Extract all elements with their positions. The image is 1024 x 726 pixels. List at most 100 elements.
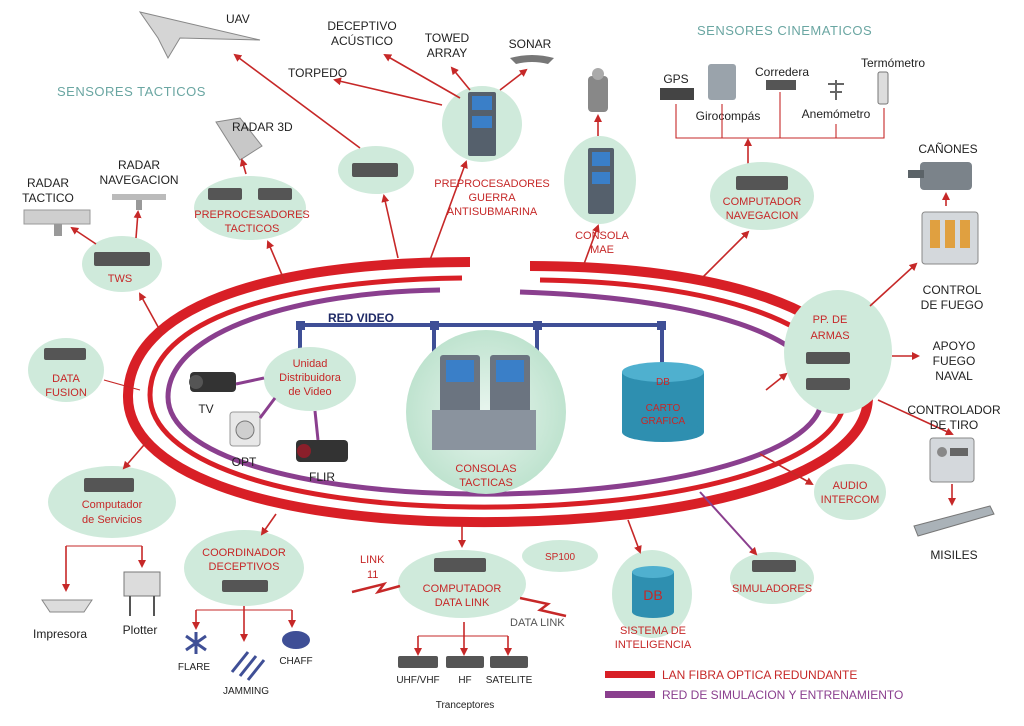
legend-lan-swatch (605, 671, 655, 678)
uhf-label: UHF/VHF (396, 675, 439, 686)
consolas-tacticas-node: CONSOLAS TACTICAS (406, 330, 566, 494)
comp-dl-label-2: DATA LINK (435, 597, 490, 609)
legend: LAN FIBRA OPTICA REDUNDANTE RED DE SIMUL… (605, 668, 903, 702)
tv-label: TV (198, 402, 213, 416)
preproc-asw-label-1: PREPROCESADORES (434, 178, 550, 190)
controlador-label-1: CONTROLADOR (907, 403, 1001, 417)
flir-label: FLIR (309, 470, 335, 484)
udv-node: Unidad Distribuidora de Video (264, 347, 356, 411)
misiles-label: MISILES (930, 548, 977, 562)
radar-nav-label-2: NAVEGACION (99, 173, 178, 187)
legend-sim-label: RED DE SIMULACION Y ENTRENAMIENTO (662, 688, 903, 702)
torpedo-label: TORPEDO (288, 66, 347, 80)
apoyo-label-3: NAVAL (935, 369, 973, 383)
consolas-label-2: TACTICAS (459, 477, 513, 489)
mae-sensor-icon (588, 68, 608, 112)
deceptivo-label-2: ACÚSTICO (331, 33, 393, 48)
tws-node: TWS (82, 236, 162, 292)
preproc-tac-node: PREPROCESADORES TACTICOS (194, 176, 310, 240)
service-outputs: Impresora Plotter (33, 545, 161, 641)
pp-armas-label-2: ARMAS (810, 330, 849, 342)
preproc-tac-label-2: TACTICOS (225, 223, 280, 235)
printer-icon (41, 599, 93, 613)
link11-label-2: 11 (367, 569, 378, 581)
corredera-label: Corredera (755, 65, 809, 79)
radar-tac-label-2: TACTICO (22, 191, 74, 205)
anemometro-icon (828, 80, 844, 100)
impresora-label: Impresora (33, 627, 87, 641)
comp-nav-node: COMPUTADOR NAVEGACION (710, 162, 814, 230)
data-fusion-label-2: FUSION (45, 387, 87, 399)
girocompas-icon (708, 64, 736, 100)
control-fuego-unit: CONTROL DE FUEGO (921, 211, 984, 312)
preproc-asw-label-3: ANTISUBMARINA (447, 206, 538, 218)
comp-dl-label-1: COMPUTADOR (423, 583, 502, 595)
cartografica-db-label: DB (656, 377, 670, 388)
towed-array-label-2: ARRAY (427, 46, 467, 60)
preproc-asw-label-2: GUERRA (468, 192, 516, 204)
processor-unit-icon (352, 163, 398, 177)
jamming-label: JAMMING (223, 686, 269, 697)
tws-label: TWS (108, 273, 132, 285)
db-label: DB (643, 587, 662, 603)
missile-launcher-icon (913, 505, 995, 537)
towed-array-label-1: TOWED (425, 31, 470, 45)
sonar-icon (510, 55, 554, 64)
controlador-label-2: DE TIRO (930, 418, 978, 432)
comp-serv-node: Computador de Servicios (48, 466, 176, 538)
tv-camera-icon (190, 372, 236, 392)
consola-mae-label-2: MAE (590, 244, 614, 256)
simuladores-node: SIMULADORES (730, 552, 814, 604)
coord-decep-label-2: DECEPTIVOS (209, 561, 280, 573)
red-video-bus: RED VIDEO (296, 311, 666, 370)
canones-label: CAÑONES (918, 142, 977, 156)
coord-decep-label-1: COORDINADOR (202, 547, 286, 559)
gps-icon (660, 88, 694, 100)
apoyo-label-1: APOYO (933, 339, 976, 353)
radar-tac-label-1: RADAR (27, 176, 69, 190)
control-fuego-label-2: DE FUEGO (921, 298, 984, 312)
cartografica-label-2: GRAFICA (641, 416, 686, 427)
apoyo-label-2: FUEGO (933, 354, 976, 368)
uav-label: UAV (226, 12, 250, 26)
legend-lan-label: LAN FIBRA OPTICA REDUNDANTE (662, 668, 857, 682)
radar-tac-sensor: RADAR TACTICO (22, 176, 91, 236)
chaff-icon (282, 631, 310, 649)
consola-mae-node: CONSOLA MAE (564, 136, 636, 256)
comp-data-link-node: COMPUTADOR DATA LINK (398, 550, 526, 618)
hf-label: HF (458, 675, 471, 686)
red-video-label: RED VIDEO (328, 311, 394, 325)
termometro-icon (877, 71, 889, 105)
link11-zigzag-icon (351, 581, 401, 595)
data-fusion-node: DATA FUSION (28, 338, 104, 402)
deceptive-outputs: FLARE JAMMING CHAFF (178, 606, 313, 697)
corredera-icon (766, 80, 796, 90)
audio-label-1: AUDIO (833, 480, 868, 492)
link11-label-1: LINK (360, 554, 385, 566)
radar-nav-sensor: RADAR NAVEGACION (99, 158, 179, 210)
transceivers: UHF/VHF HF SATELITE Tranceptores (396, 622, 533, 711)
anemometro-label: Anemómetro (802, 107, 871, 121)
preproc-asw-node: PREPROCESADORES GUERRA ANTISUBMARINA (434, 86, 550, 218)
consola-mae-label-1: CONSOLA (575, 230, 629, 242)
section-sensores-tacticos: SENSORES TACTICOS (57, 84, 206, 99)
plotter-label: Plotter (123, 623, 158, 637)
flir-camera-icon (296, 440, 348, 462)
audio-intercom-node: AUDIO INTERCOM (814, 464, 886, 520)
coord-decep-node: COORDINADOR DECEPTIVOS (184, 530, 304, 606)
simuladores-label: SIMULADORES (732, 583, 812, 595)
udv-label-1: Unidad (293, 358, 328, 370)
cinematic-sensors: GPS Girocompás Corredera Anemómetro Term… (660, 56, 925, 165)
gps-label: GPS (663, 72, 688, 86)
data-link-zigzag-icon (519, 596, 567, 618)
canones-weapon: CAÑONES (908, 142, 978, 190)
preproc-tac-label-1: PREPROCESADORES (194, 209, 310, 221)
video-devices: TV OPT FLIR (189, 372, 348, 484)
opt-label: OPT (232, 455, 257, 469)
legend-sim-swatch (605, 691, 655, 698)
radar-3d-label: RADAR 3D (232, 120, 293, 134)
satelite-label: SATELITE (486, 675, 533, 686)
sp100-node: SP100 (522, 540, 598, 572)
